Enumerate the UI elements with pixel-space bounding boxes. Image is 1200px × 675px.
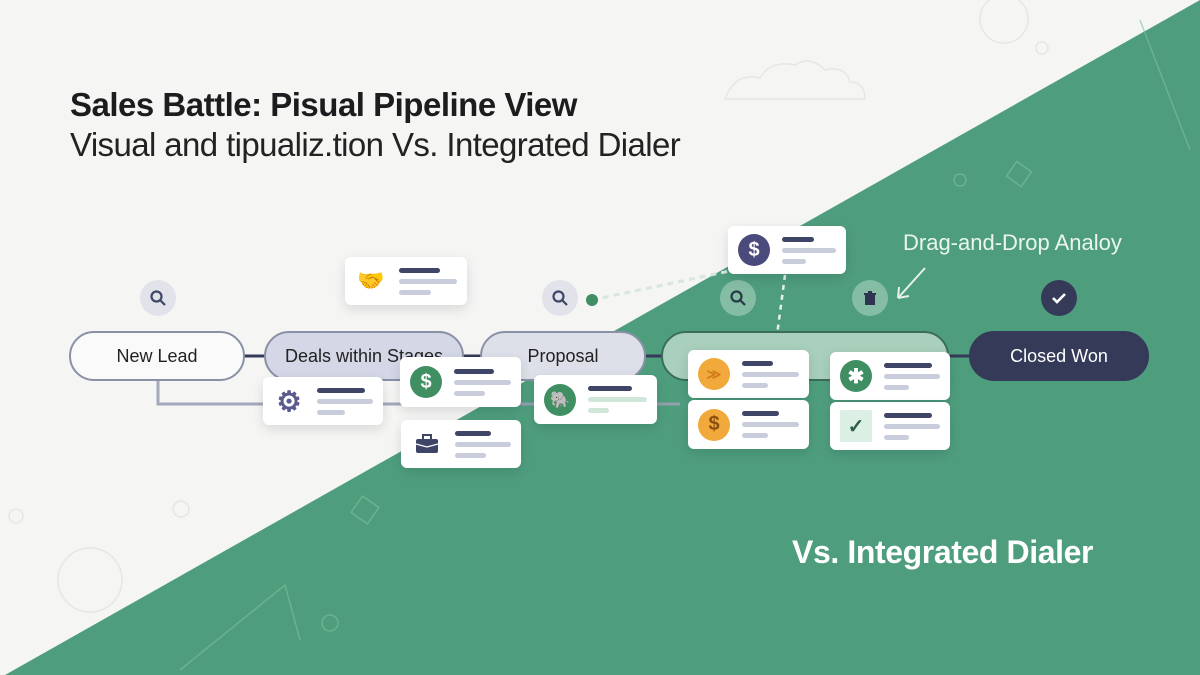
deal-card-handshake[interactable]: 🤝: [345, 257, 467, 305]
decorative-shapes-green: [179, 19, 1191, 671]
stage-new-lead[interactable]: New Lead: [69, 331, 245, 381]
dollar-icon: $: [410, 366, 442, 398]
dollar-icon: $: [738, 234, 770, 266]
coin-icon: ≫: [698, 358, 730, 390]
decorative-shapes: [8, 0, 1049, 613]
deal-card-asterisk[interactable]: ✱: [830, 352, 950, 400]
new-lead-search-icon[interactable]: [140, 280, 176, 316]
drag-and-drop-annotation: Drag-and-Drop Analoy: [903, 230, 1122, 255]
asterisk-icon: ✱: [840, 360, 872, 392]
deal-card-dollar-green[interactable]: $: [400, 357, 521, 407]
deal-card-elephant[interactable]: 🐘: [534, 375, 657, 424]
vs-integrated-dialer-label: Vs. Integrated Dialer: [792, 534, 1094, 570]
dotted-drag-path: [591, 266, 745, 302]
deal-card-check[interactable]: ✓: [830, 402, 950, 450]
stage4-search-icon[interactable]: [720, 280, 756, 316]
page-subtitle: Visual and tipualiz.tion Vs. Integrated …: [70, 126, 681, 163]
annotation-arrow: [897, 267, 926, 299]
page-title: Sales Battle: Pisual Pipeline View: [70, 86, 577, 123]
deal-card-coin-stack[interactable]: $: [688, 400, 809, 449]
elephant-icon: 🐘: [544, 383, 576, 416]
proposal-search-icon[interactable]: [542, 280, 578, 316]
deal-card-gear[interactable]: ⚙: [263, 377, 383, 425]
gear-icon: ⚙: [276, 385, 302, 417]
briefcase-icon: [411, 428, 443, 460]
trash-drop-icon[interactable]: [852, 280, 888, 316]
deal-card-briefcase[interactable]: [401, 420, 521, 468]
handshake-icon: 🤝: [357, 268, 385, 293]
check-icon: ✓: [840, 410, 872, 442]
deal-card-coin[interactable]: ≫: [688, 350, 809, 398]
closed-won-check-icon: [1041, 280, 1077, 316]
stage-closed-won[interactable]: Closed Won: [969, 331, 1149, 381]
dragged-deal-card-dollar[interactable]: $: [728, 226, 846, 274]
coin-stack-icon: $: [698, 408, 730, 441]
